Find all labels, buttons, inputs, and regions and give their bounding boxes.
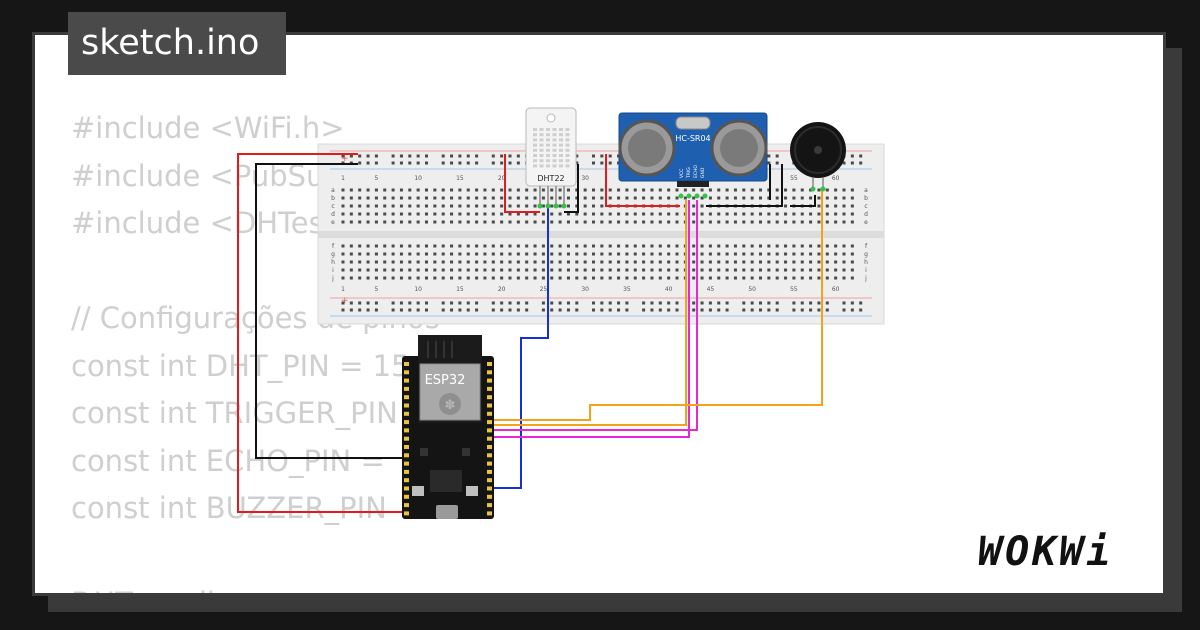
wire-red-dht <box>504 154 540 213</box>
column-label: 10 <box>414 175 422 182</box>
pin-label: GND <box>700 167 706 178</box>
code-line: const int ECHO_PIN = <box>71 443 394 478</box>
row-label: e <box>864 219 868 226</box>
ultrasonic-label: HC-SR04 <box>675 134 710 143</box>
column-label: 40 <box>665 286 673 293</box>
column-label: 55 <box>790 175 798 182</box>
column-label: 1 <box>341 175 345 182</box>
column-label: 10 <box>414 286 422 293</box>
row-label: f <box>865 243 868 250</box>
hc-sr04-sensor[interactable]: HC-SR04 VCC TRIG ECHO GND <box>618 112 768 199</box>
row-label: i <box>865 267 867 274</box>
wire-red-vcc <box>237 153 405 513</box>
wire-red-ultrasonic <box>605 154 680 207</box>
wire-magenta-echo <box>490 200 690 438</box>
column-label: 30 <box>581 175 589 182</box>
wire-orange-buzzer <box>490 190 823 421</box>
row-label: c <box>864 203 867 210</box>
pin-label: TRIG <box>686 167 692 179</box>
row-label: a <box>331 187 335 194</box>
espressif-logo-icon: ✽ <box>445 398 456 413</box>
esp32-label: ESP32 <box>425 373 466 388</box>
column-label: 60 <box>832 175 840 182</box>
row-label: e <box>331 219 335 226</box>
pin-label: VCC <box>679 169 685 178</box>
row-label: g <box>864 251 868 258</box>
wire-black-buzzer2 <box>790 195 816 207</box>
buzzer[interactable] <box>790 122 846 192</box>
wire-black-gnd <box>255 163 405 459</box>
column-label: 25 <box>540 286 548 293</box>
code-line: const int BUZZER_PIN <box>71 491 387 525</box>
row-label: i <box>332 267 334 274</box>
column-label: 1 <box>341 286 345 293</box>
rail-plus: + <box>341 154 349 164</box>
code-preview: #include <WiFi.h>#include <PubSu#include… <box>71 105 440 593</box>
column-label: 20 <box>498 286 506 293</box>
column-label: 35 <box>623 286 631 293</box>
column-label: 60 <box>832 286 840 293</box>
code-line: DHTesp dh <box>71 580 440 593</box>
wire-blue-dht-data <box>490 205 549 489</box>
row-label: b <box>331 195 335 202</box>
row-label: j <box>331 275 334 282</box>
esp32-board[interactable]: ESP32 ✽ <box>402 335 494 519</box>
row-label: g <box>331 251 335 258</box>
row-label: b <box>864 195 868 202</box>
column-label: 5 <box>374 286 378 293</box>
row-label: h <box>864 259 868 266</box>
code-line: #include <WiFi.h> <box>71 111 345 145</box>
row-label: h <box>331 259 335 266</box>
wire-magenta-trig <box>490 200 698 431</box>
rail-plus: + <box>341 296 349 306</box>
row-label: f <box>332 243 335 250</box>
wire-black-ultrasonic <box>706 164 783 207</box>
column-label: 50 <box>748 286 756 293</box>
row-label: a <box>864 187 868 194</box>
column-label: 45 <box>707 286 715 293</box>
row-label: j <box>864 275 867 282</box>
pin-label: ECHO <box>693 165 699 178</box>
column-label: 15 <box>456 286 464 293</box>
column-label: 55 <box>790 286 798 293</box>
breadboard: + + 115510101515202025253030353540404545… <box>317 143 885 325</box>
wokwi-logo: WOKWi <box>978 529 1114 575</box>
column-label: 30 <box>581 286 589 293</box>
column-label: 15 <box>456 175 464 182</box>
wire-orange-trig <box>490 200 687 426</box>
row-label: d <box>864 211 868 218</box>
row-label: c <box>331 203 334 210</box>
dht-label: DHT22 <box>537 174 564 183</box>
file-tab-title[interactable]: sketch.ino <box>68 12 286 75</box>
code-line: #include <DHTes <box>71 206 324 240</box>
wire-black-dht <box>564 164 579 213</box>
column-label: 20 <box>498 175 506 182</box>
dht22-sensor[interactable]: DHT22 <box>525 107 577 209</box>
column-label: 5 <box>374 175 378 182</box>
wires <box>237 153 823 513</box>
row-label: d <box>331 211 335 218</box>
